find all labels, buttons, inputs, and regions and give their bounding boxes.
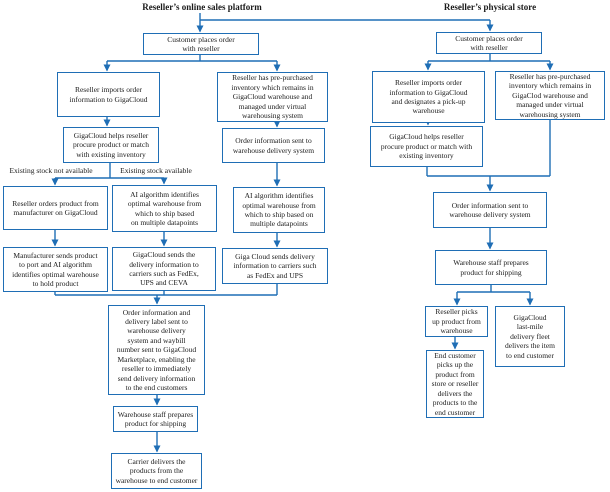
node-physical-customer-places-order: Customer places order with reseller xyxy=(436,32,542,54)
left-diagram-title: Reseller’s online sales platform xyxy=(142,2,262,12)
right-diagram-connectors xyxy=(424,54,554,350)
node-online-order-info-sent: Order information sent to warehouse deli… xyxy=(222,128,325,163)
node-physical-reseller-picks-up: Reseller picks up product from warehouse xyxy=(425,306,488,337)
node-online-gigacloud-procure-match: GigaCloud helps reseller procure product… xyxy=(63,127,159,163)
branch-label-stock-not-available: Existing stock not available xyxy=(0,166,102,176)
node-physical-end-customer: End customer picks up the product from s… xyxy=(426,350,484,418)
node-online-reseller-imports-order: Reseller imports order information to Gi… xyxy=(57,72,160,117)
node-physical-warehouse-staff-prepares: Warehouse staff prepares product for shi… xyxy=(435,250,547,285)
node-physical-gigacloud-procure-match: GigaCloud helps reseller procure product… xyxy=(370,126,483,167)
branch-label-stock-available: Existing stock available xyxy=(112,166,200,176)
node-online-ai-identifies-warehouse-2: AI algorithm identifies optimal warehous… xyxy=(233,187,325,233)
left-diagram-connectors xyxy=(51,13,494,453)
node-physical-order-info-sent: Order information sent to warehouse deli… xyxy=(433,192,547,228)
node-physical-lastmile-fleet: GigaCloud last-mile delivery fleet deliv… xyxy=(495,306,565,367)
node-online-carrier-delivers: Carrier delivers the products from the w… xyxy=(111,453,202,489)
node-online-manufacturer-sends-product: Manufacturer sends product to port and A… xyxy=(3,247,108,292)
node-online-gigacloud-sends-carriers: GigaCloud sends the delivery information… xyxy=(112,247,216,291)
node-online-order-label-waybill: Order information and delivery label sen… xyxy=(108,305,205,395)
node-online-prepurchased-inventory: Reseller has pre-purchased inventory whi… xyxy=(217,72,328,122)
node-physical-prepurchased-inventory: Reseller has pre-purchased inventory whi… xyxy=(495,71,605,120)
node-online-ai-identifies-warehouse: AI algorithm identifies optimal warehous… xyxy=(112,185,217,232)
node-online-warehouse-staff-prepares: Warehouse staff prepares product for shi… xyxy=(113,406,198,432)
node-online-customer-places-order: Customer places order with reseller xyxy=(143,33,259,55)
right-diagram-title: Reseller’s physical store xyxy=(443,2,537,12)
node-online-gigacloud-sends-carriers-2: Giga Cloud sends delivery information to… xyxy=(222,248,328,284)
node-online-orders-from-manufacturer: Reseller orders product from manufacture… xyxy=(3,186,108,230)
node-physical-reseller-imports-order: Reseller imports order information to Gi… xyxy=(372,71,485,123)
